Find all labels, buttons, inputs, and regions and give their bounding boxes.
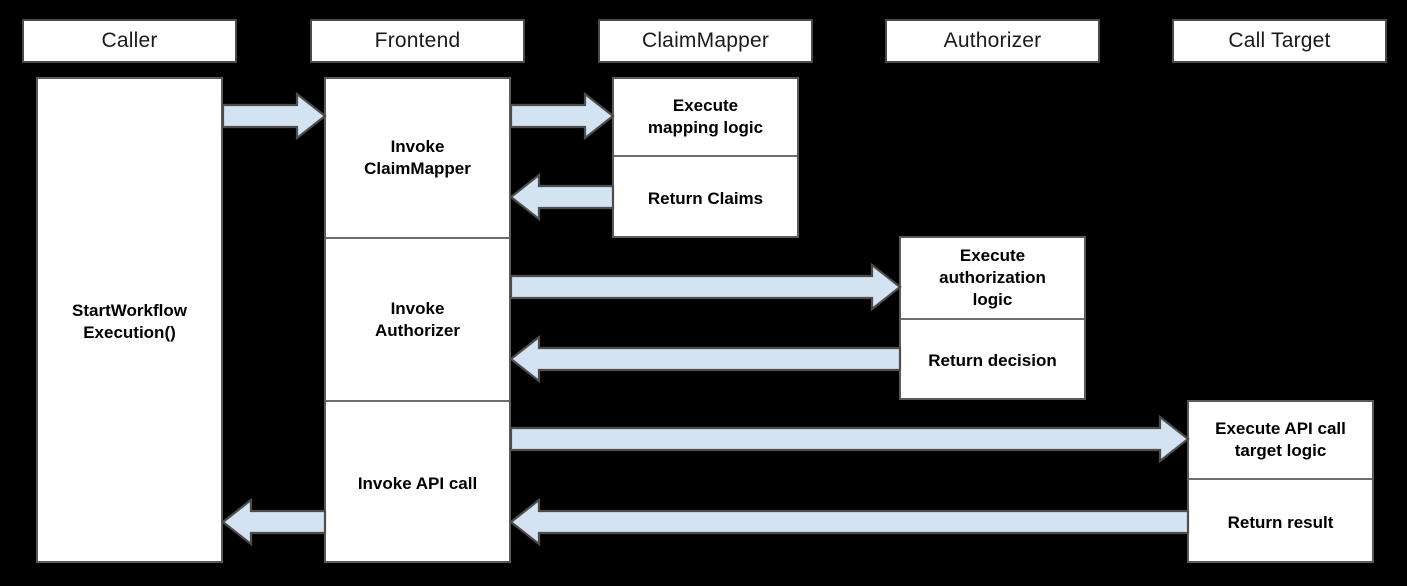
message-arrow-caller-to-frontend[interactable] bbox=[221, 91, 327, 141]
message-arrow-authorizer-to-frontend[interactable] bbox=[509, 334, 902, 384]
lane-header-label: Caller bbox=[101, 29, 158, 52]
lane-header-authorizer[interactable]: Authorizer bbox=[885, 19, 1100, 63]
lane-header-caller[interactable]: Caller bbox=[22, 19, 237, 63]
lane-header-label: Frontend bbox=[374, 29, 461, 52]
lane-header-claimmapper[interactable]: ClaimMapper bbox=[598, 19, 813, 63]
activation-cell-return-decision[interactable]: Return decision bbox=[928, 351, 1057, 371]
lane-header-label: ClaimMapper bbox=[641, 29, 770, 52]
activation-cell-invoke-api-call[interactable]: Invoke API call bbox=[357, 473, 478, 493]
message-arrow-frontend-to-claimmapper[interactable] bbox=[509, 91, 615, 141]
message-arrow-calltarget-to-frontend[interactable] bbox=[509, 497, 1190, 547]
message-arrow-frontend-to-caller[interactable] bbox=[221, 497, 327, 547]
activation-cell-return-result[interactable]: Return result bbox=[1227, 512, 1334, 532]
activation-cell-return-claims[interactable]: Return Claims bbox=[647, 188, 764, 208]
lane-header-label: Authorizer bbox=[943, 29, 1042, 52]
lane-header-label: Call Target bbox=[1228, 29, 1331, 52]
message-arrow-claimmapper-to-frontend[interactable] bbox=[509, 172, 615, 222]
message-arrow-frontend-to-authorizer[interactable] bbox=[509, 262, 902, 312]
message-arrow-frontend-to-calltarget[interactable] bbox=[509, 414, 1190, 464]
lane-header-calltarget[interactable]: Call Target bbox=[1172, 19, 1387, 63]
lane-header-frontend[interactable]: Frontend bbox=[310, 19, 525, 63]
